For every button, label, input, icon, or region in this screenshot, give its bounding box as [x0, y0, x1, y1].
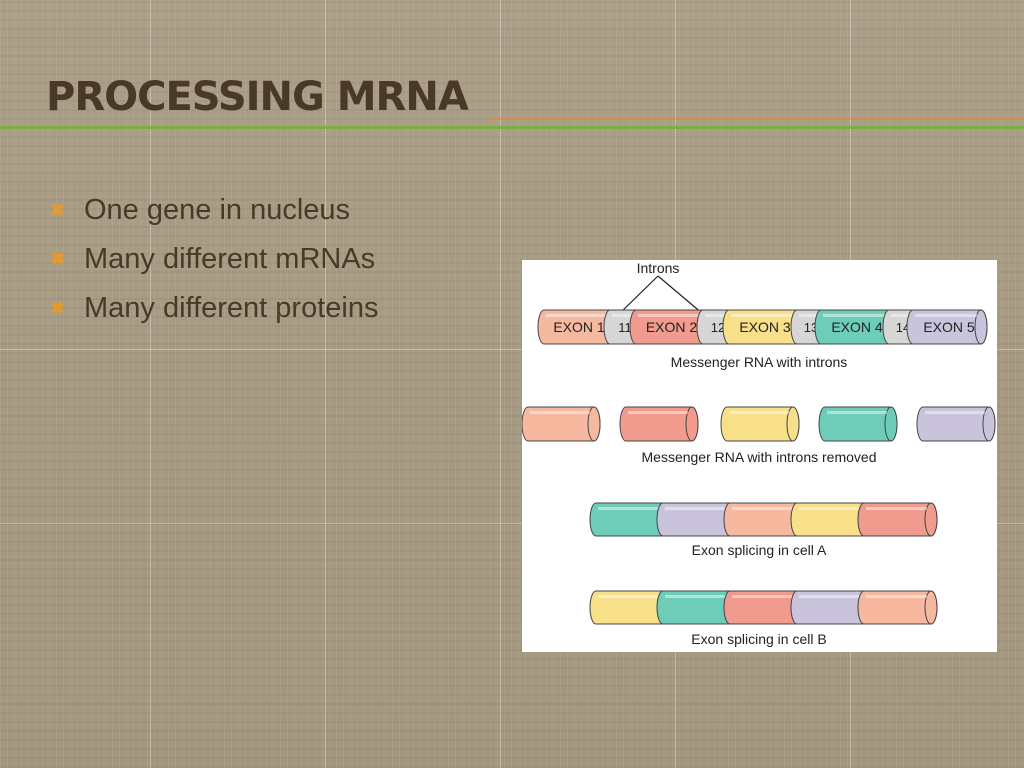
exon-label: EXON 5 — [923, 319, 975, 335]
cylinder-highlight — [628, 411, 688, 414]
bullet-item: ✖ Many different mRNAs — [46, 235, 378, 284]
cylinder-cap — [587, 406, 601, 442]
title-underline-green — [0, 126, 1024, 129]
exon-label: EXON 1 — [553, 319, 605, 335]
exon-label: EXON 4 — [831, 319, 883, 335]
cylinder-highlight — [925, 411, 985, 414]
cylinder-highlight — [823, 314, 885, 317]
cylinder-highlight — [729, 411, 789, 414]
grid-line — [150, 0, 151, 768]
cylinder-highlight — [705, 314, 725, 317]
exon-label: EXON 2 — [646, 319, 698, 335]
cylinder-highlight — [799, 507, 860, 510]
cylinder-cap — [974, 309, 988, 345]
cylinder-highlight — [530, 411, 590, 414]
cylinder-highlight — [827, 411, 887, 414]
caption-with-introns: Messenger RNA with introns — [671, 354, 848, 370]
cylinder-highlight — [799, 314, 817, 317]
intron-label: 12 — [711, 320, 725, 335]
cylinder-highlight — [866, 507, 927, 510]
caption-cell-a: Exon splicing in cell A — [692, 542, 827, 558]
bullet-text: One gene in nucleus — [84, 194, 351, 226]
caption-introns-removed: Messenger RNA with introns removed — [642, 449, 877, 465]
cylinder-cap — [884, 406, 898, 442]
cylinder-cap — [685, 406, 699, 442]
bullet-item: ✖ Many different proteins — [46, 284, 378, 333]
intron-label: 11 — [618, 320, 632, 335]
bullet-list: ✖ One gene in nucleus ✖ Many different m… — [46, 186, 378, 333]
bullet-x-icon: ✖ — [50, 249, 66, 269]
cylinder-highlight — [891, 314, 909, 317]
bullet-text: Many different proteins — [84, 292, 379, 324]
grid-line — [325, 0, 326, 768]
cylinder-highlight — [612, 314, 632, 317]
cylinder-highlight — [732, 507, 793, 510]
exon-label: EXON 3 — [739, 319, 791, 335]
intron-pointer-line — [618, 275, 659, 315]
exons-separated — [522, 406, 996, 442]
cylinder-highlight — [598, 595, 659, 598]
introns-label: Introns — [637, 260, 680, 276]
grid-line — [0, 349, 1024, 350]
cylinder-cap — [786, 406, 800, 442]
grid-line — [0, 523, 1024, 524]
bullet-text: Many different mRNAs — [84, 243, 376, 275]
splice-cell-b — [589, 590, 938, 625]
cylinder-highlight — [598, 507, 659, 510]
cylinder-cap — [924, 502, 938, 537]
cylinder-highlight — [866, 595, 927, 598]
cylinder-cap — [982, 406, 996, 442]
cylinder-highlight — [665, 595, 726, 598]
grid-line — [500, 0, 501, 768]
slide-title: PROCESSING MRNA — [46, 74, 469, 120]
cylinder-highlight — [546, 314, 606, 317]
intron-pointer-line — [657, 275, 704, 315]
title-underline-orange — [490, 117, 1024, 119]
bullet-x-icon: ✖ — [50, 298, 66, 318]
cylinder-cap — [924, 590, 938, 625]
bullet-item: ✖ One gene in nucleus — [46, 186, 378, 235]
cylinder-highlight — [665, 507, 726, 510]
cylinder-highlight — [732, 595, 793, 598]
caption-cell-b: Exon splicing in cell B — [691, 631, 826, 647]
cylinder-highlight — [731, 314, 793, 317]
cylinder-highlight — [638, 314, 699, 317]
bullet-x-icon: ✖ — [50, 200, 66, 220]
cylinder-highlight — [799, 595, 860, 598]
cylinder-highlight — [915, 314, 977, 317]
splice-cell-a — [589, 502, 938, 537]
